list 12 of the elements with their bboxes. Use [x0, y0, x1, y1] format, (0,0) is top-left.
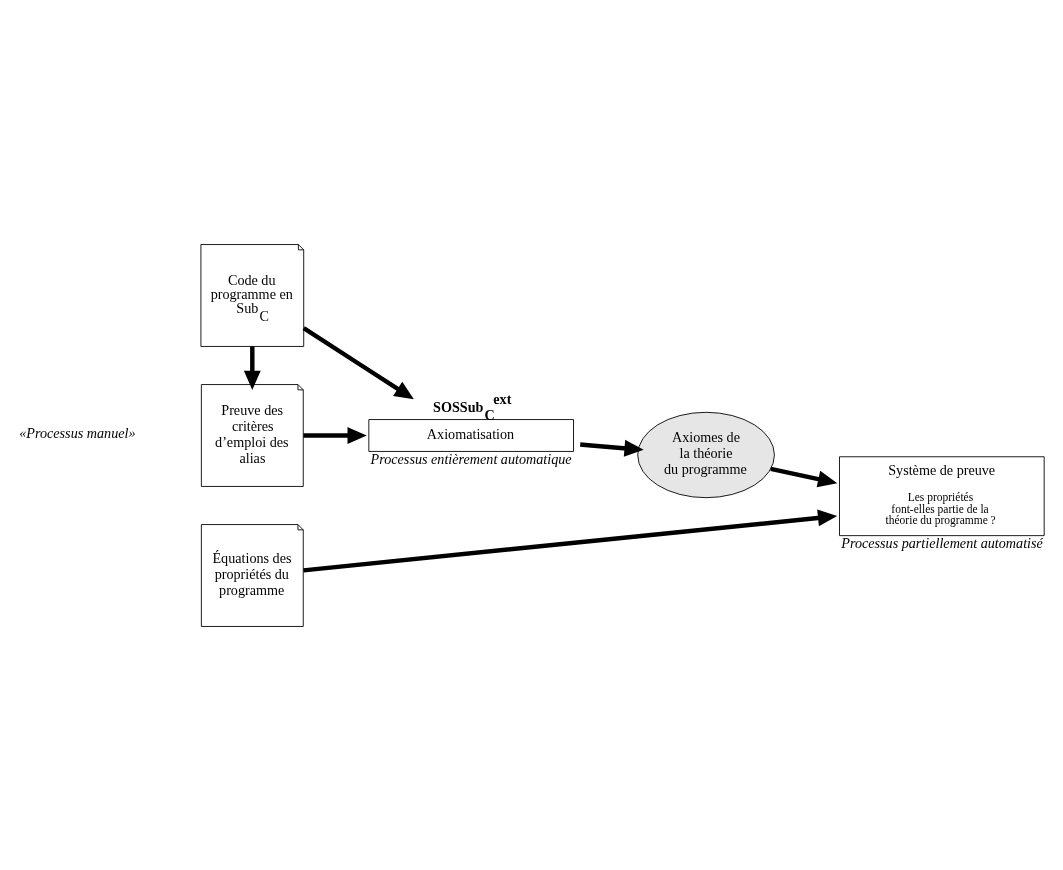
arrow	[580, 439, 644, 457]
arrow	[303, 426, 367, 444]
arrow	[770, 466, 838, 487]
arrow	[303, 509, 838, 573]
node-label: Processus entièrement automatique	[370, 450, 572, 467]
node-label: Processus partiellement automatisé	[841, 534, 1043, 551]
arrow	[302, 325, 414, 399]
node-box: Axiomatisation	[368, 418, 574, 452]
node-ellipse: Axiomes de la théorie du programme	[637, 411, 775, 498]
label: «Processus manuel»	[19, 424, 136, 441]
arrow	[243, 346, 261, 390]
node-box: Système de preuve Les propriétés font-elles partie de la théorie du programme ?	[839, 455, 1045, 536]
